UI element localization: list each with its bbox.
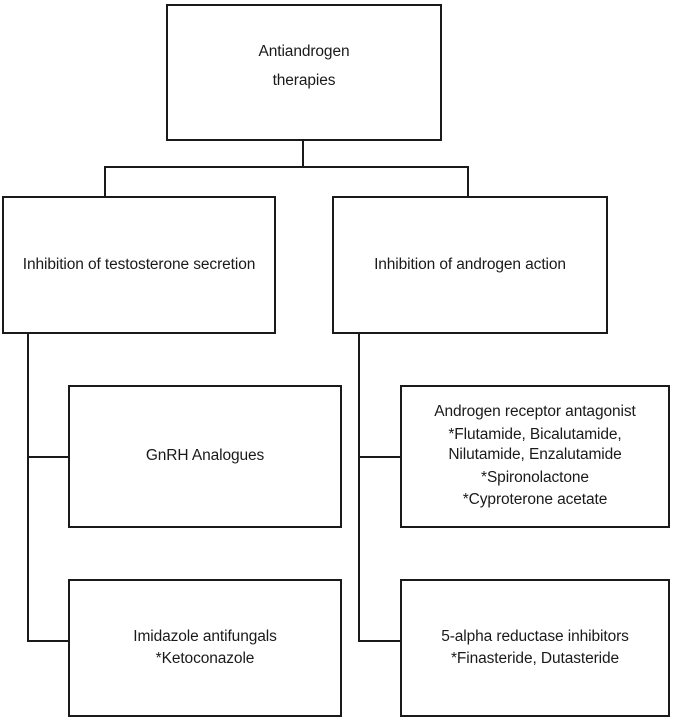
node-gnrh-analogues[interactable]: GnRH Analogues — [68, 385, 342, 528]
node-inhibition-of-androgen-action-label: Inhibition of androgen action — [374, 255, 566, 273]
node-inhibition-of-androgen-action[interactable]: Inhibition of androgen action — [332, 196, 608, 334]
connector-level1-bar — [104, 166, 469, 168]
node-5-alpha-reductase-inhibitors-line-2: *Finasteride, Dutasteride — [450, 650, 620, 667]
connector-root-stem — [302, 140, 304, 168]
node-5-alpha-reductase-inhibitors[interactable]: 5-alpha reductase inhibitors *Finasterid… — [400, 579, 670, 717]
node-antiandrogen-therapies-line-2: therapies — [272, 71, 336, 89]
node-imidazole-antifungals-line-1: Imidazole antifungals — [133, 627, 277, 645]
connector-to-inhibition-of-testosterone-secretion — [104, 166, 106, 197]
node-androgen-receptor-antagonist-line-1: Androgen receptor antagonist — [434, 403, 636, 421]
connector-left-trunk — [27, 333, 29, 642]
node-imidazole-antifungals[interactable]: Imidazole antifungals *Ketoconazole — [68, 579, 342, 717]
node-antiandrogen-therapies-line-1: Antiandrogen — [258, 43, 350, 60]
connector-right-trunk — [358, 333, 360, 642]
connector-to-imidazole-antifungals — [27, 640, 69, 642]
connector-to-androgen-receptor-antagonist — [358, 456, 401, 458]
node-androgen-receptor-antagonist-line-3: Nilutamide, Enzalutamide — [448, 446, 622, 464]
connector-to-inhibition-of-androgen-action — [467, 166, 469, 197]
node-imidazole-antifungals-line-2: *Ketoconazole — [155, 650, 255, 667]
node-androgen-receptor-antagonist-line-4: *Spironolactone — [481, 468, 589, 486]
node-inhibition-of-testosterone-secretion[interactable]: Inhibition of testosterone secretion — [2, 196, 276, 334]
connector-to-5-alpha-reductase-inhibitors — [358, 640, 401, 642]
node-androgen-receptor-antagonist-line-5: *Cyproterone acetate — [462, 491, 608, 509]
node-androgen-receptor-antagonist-line-2: *Flutamide, Bicalutamide, — [448, 425, 622, 443]
node-androgen-receptor-antagonist[interactable]: Androgen receptor antagonist *Flutamide,… — [400, 385, 670, 528]
connector-to-gnrh-analogues — [27, 456, 69, 458]
node-antiandrogen-therapies[interactable]: Antiandrogen therapies — [166, 4, 442, 141]
node-gnrh-analogues-label: GnRH Analogues — [145, 447, 265, 465]
node-inhibition-of-testosterone-secretion-label: Inhibition of testosterone secretion — [22, 255, 256, 273]
node-5-alpha-reductase-inhibitors-line-1: 5-alpha reductase inhibitors — [441, 627, 629, 645]
